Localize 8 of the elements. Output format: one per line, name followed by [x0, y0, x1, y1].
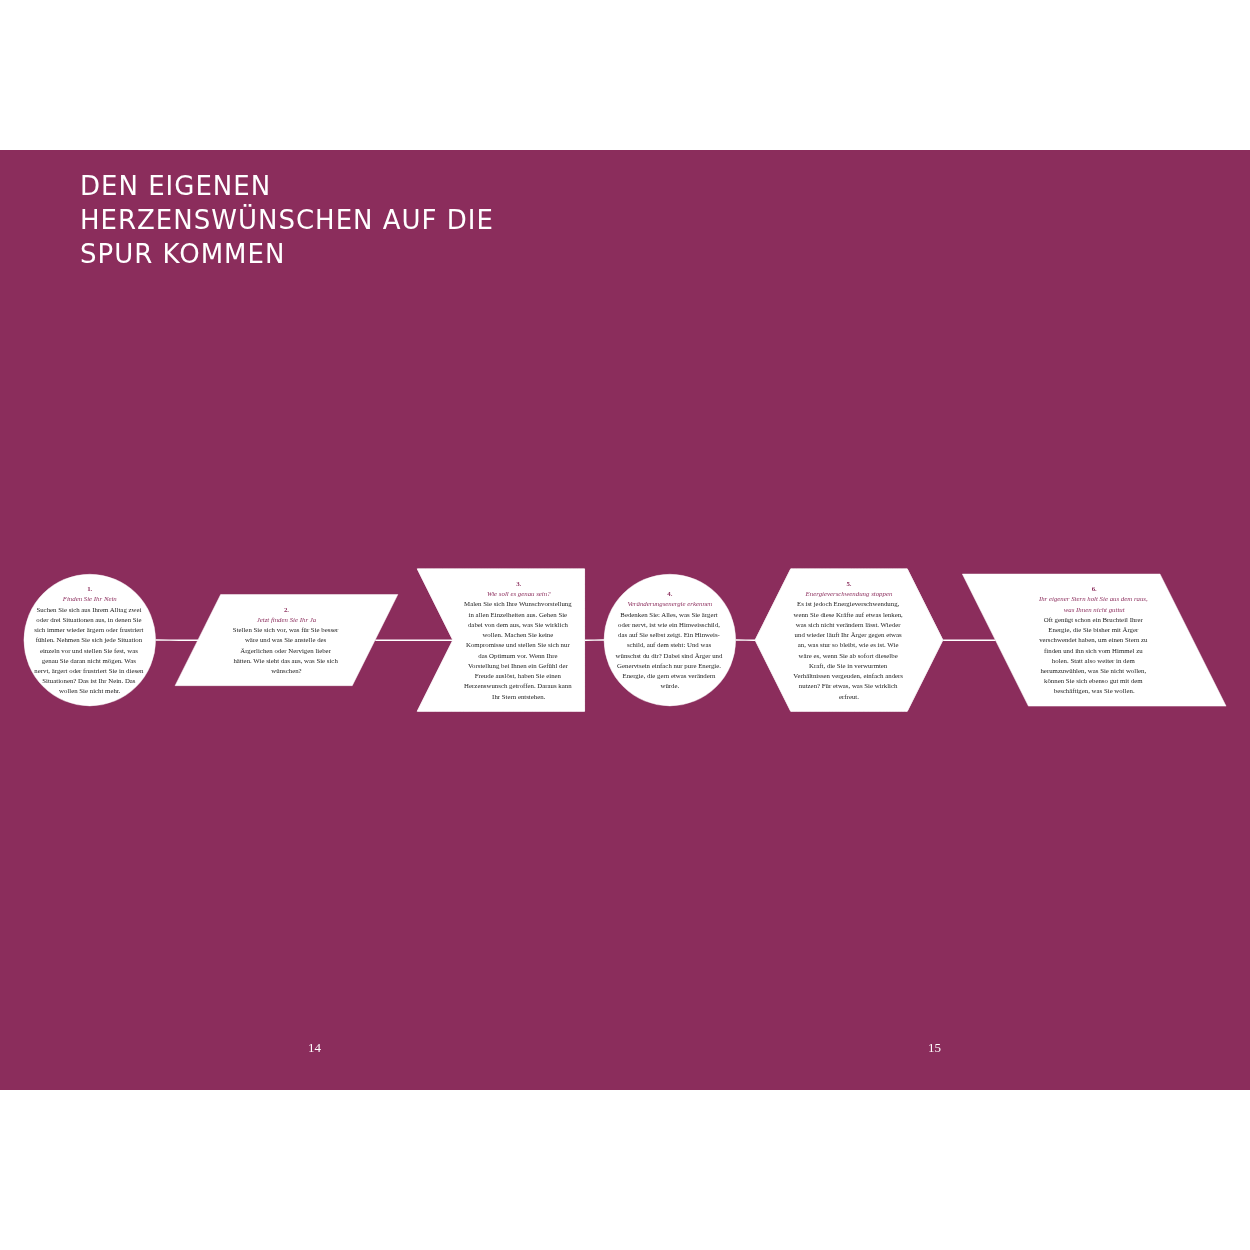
connector: [584, 639, 605, 641]
connector: [942, 639, 997, 641]
page-number: 15: [928, 1040, 941, 1056]
page-number: 14: [308, 1040, 321, 1056]
connector: [374, 639, 454, 641]
connector: [734, 639, 757, 641]
title: DEN EIGENEN HERZENSWÜNSCHEN AUF DIE SPUR KOMMEN: [80, 170, 495, 271]
connector: [154, 639, 199, 641]
